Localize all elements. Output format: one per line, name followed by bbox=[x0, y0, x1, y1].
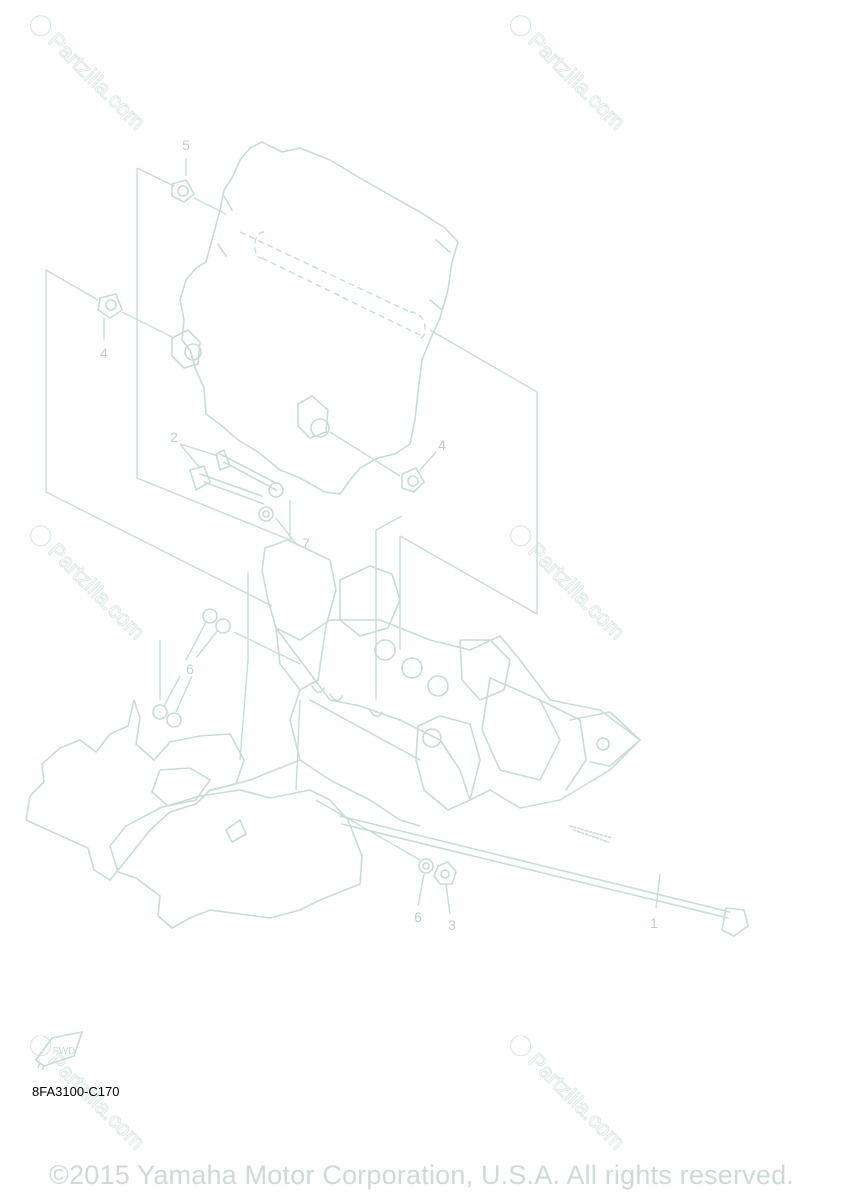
short-bolts-part-2 bbox=[189, 449, 284, 505]
watermark-text: Partzilla.com bbox=[523, 538, 630, 645]
engine-mount-part-4-left bbox=[97, 293, 123, 319]
callout-4-right: 4 bbox=[438, 437, 446, 453]
callout-2: 2 bbox=[170, 429, 178, 445]
front-arrow-label: FWD bbox=[53, 1046, 76, 1057]
callout-4-left: 4 bbox=[100, 345, 108, 361]
engine-block bbox=[171, 141, 459, 495]
callout-6-left: 6 bbox=[186, 661, 194, 677]
watermark-mid-left: Partzilla.com bbox=[30, 525, 151, 645]
callout-7: 7 bbox=[302, 535, 310, 551]
lower-cover bbox=[25, 699, 363, 929]
assembly-lines bbox=[45, 167, 538, 861]
watermark-mid-right: Partzilla.com bbox=[510, 525, 631, 645]
nut-part-3 bbox=[433, 861, 457, 885]
callout-3: 3 bbox=[448, 917, 456, 933]
callouts: 5 4 4 2 7 6 6 3 1 bbox=[100, 137, 661, 933]
diagram-code: 8FA3100-C170 bbox=[32, 1084, 120, 1099]
callout-5: 5 bbox=[182, 137, 190, 153]
watermark-text: Partzilla.com bbox=[43, 538, 150, 645]
mounting-bracket bbox=[211, 539, 641, 827]
watermark-text: Partzilla.com bbox=[43, 28, 150, 135]
copyright-notice: ©2015 Yamaha Motor Corporation, U.S.A. A… bbox=[48, 1160, 795, 1190]
engine-mount-part-4-right bbox=[401, 467, 425, 493]
long-bolt-part-1 bbox=[339, 815, 749, 937]
watermark-text: Partzilla.com bbox=[523, 28, 630, 135]
engine-mount-part-5 bbox=[171, 179, 195, 203]
watermark-top-left: Partzilla.com bbox=[30, 15, 151, 135]
washers-part-6 bbox=[152, 608, 434, 874]
front-arrow-icon: FWD bbox=[34, 1030, 84, 1070]
watermark-top-right: Partzilla.com bbox=[510, 15, 631, 135]
washer-part-7 bbox=[258, 506, 274, 522]
watermark-bottom-right: Partzilla.com bbox=[510, 1035, 631, 1155]
callout-1: 1 bbox=[650, 915, 658, 931]
watermark-text: Partzilla.com bbox=[523, 1048, 630, 1155]
callout-6-bottom: 6 bbox=[414, 909, 422, 925]
